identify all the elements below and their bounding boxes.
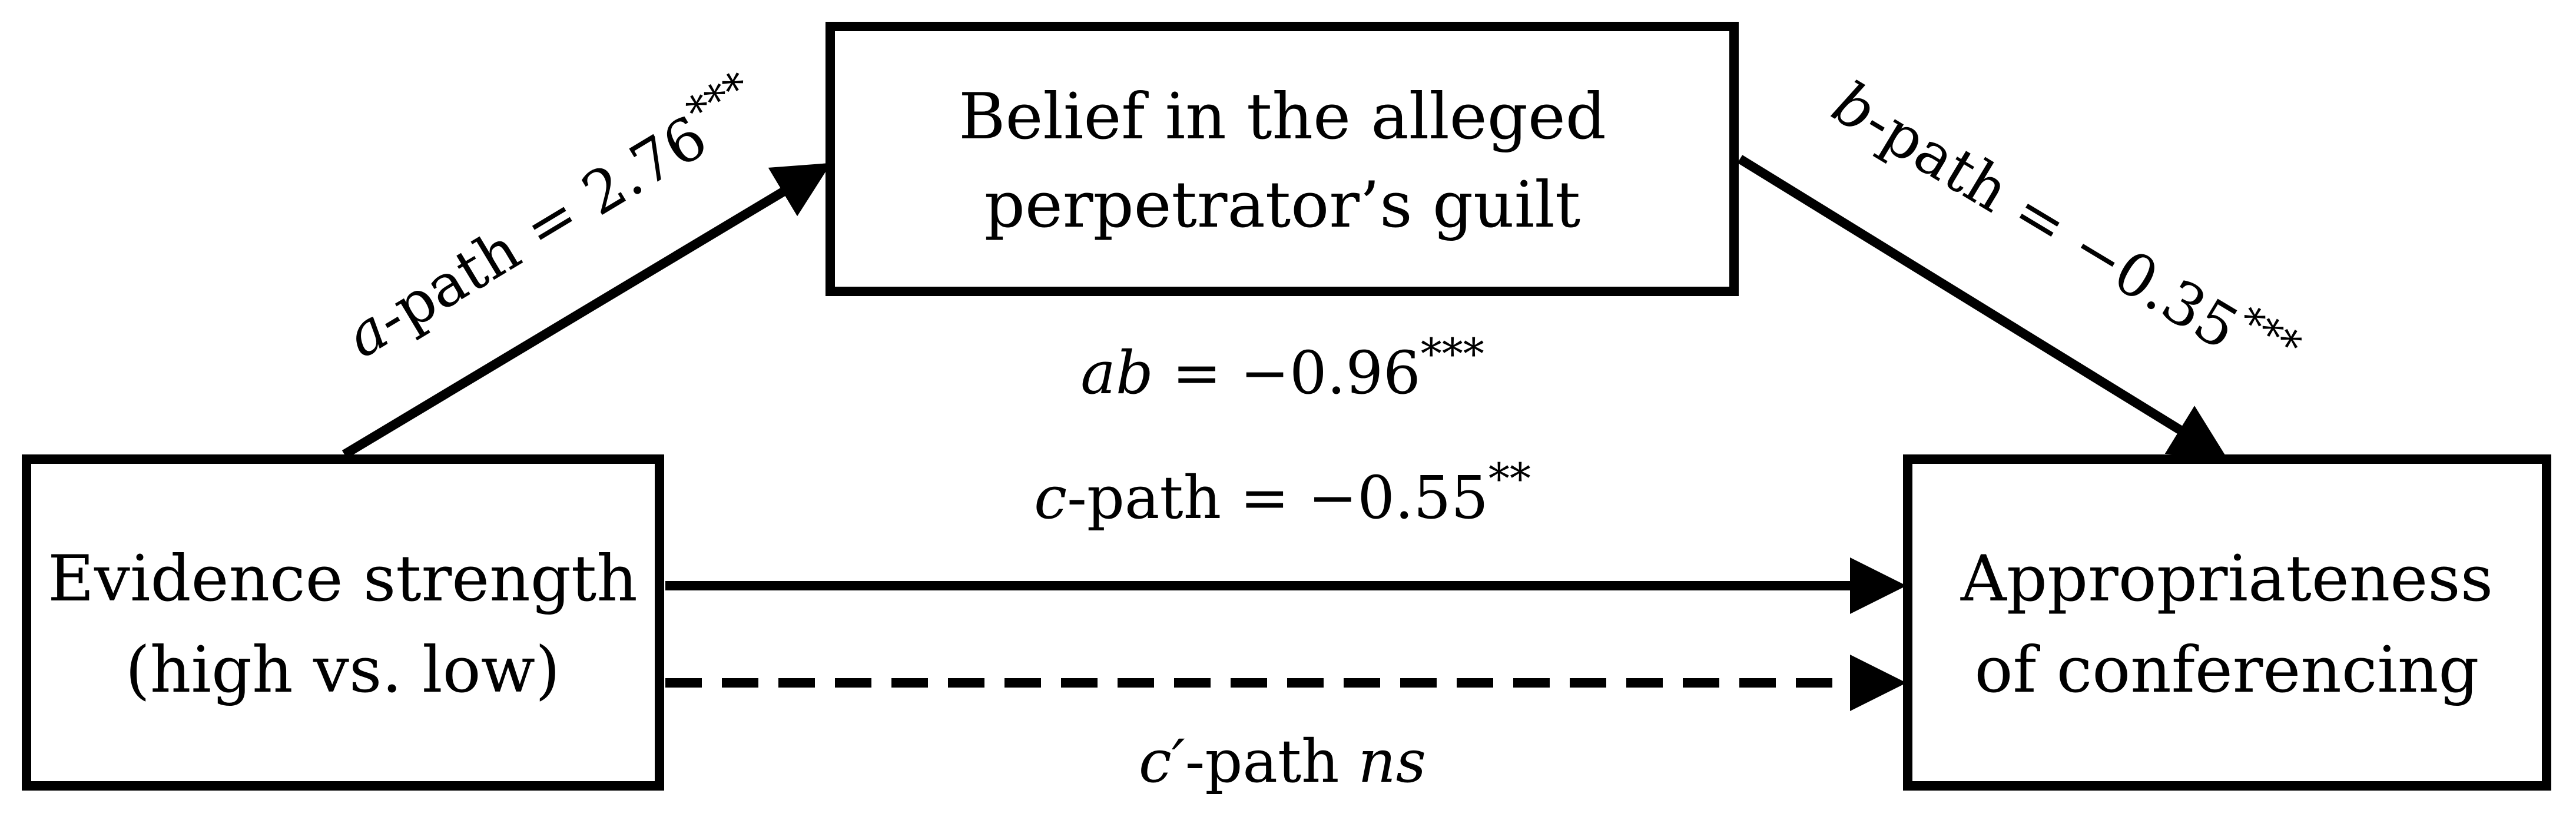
outcome-box: Appropriateness of conferencing (1903, 454, 2551, 791)
a-path-arrow (342, 162, 831, 459)
predictor-label-line2: (high vs. low) (125, 633, 561, 707)
b-path-arrow (1737, 155, 2228, 460)
c-prime-path-label: c′-path ns (1139, 727, 1426, 796)
mediator-label-line2: perpetrator’s guilt (984, 168, 1580, 242)
a-path-label: a-path = 2.76*** (329, 62, 773, 371)
c-prime-path-value: -path (1185, 727, 1358, 796)
outcome-label-line2: of conferencing (1974, 633, 2479, 707)
ab-significance: *** (1421, 329, 1484, 379)
c-path-label: c-path = −0.55** (1034, 454, 1531, 532)
c-prime-path-significance: ns (1358, 727, 1426, 796)
predictor-label-line1: Evidence strength (48, 542, 638, 616)
ab-letter: ab (1080, 338, 1153, 407)
c-path-value: -path = −0.55 (1067, 463, 1488, 532)
ab-label: ab = −0.96*** (1080, 329, 1484, 407)
outcome-label-line1: Appropriateness (1960, 542, 2493, 616)
b-path-label: b-path = −0.35*** (1821, 60, 2310, 396)
predictor-box: Evidence strength (high vs. low) (22, 454, 664, 791)
a-path-value: -path = 2.76 (364, 102, 718, 353)
c-path-significance: ** (1488, 454, 1531, 503)
b-path-value: -path = −0.35 (1854, 87, 2250, 363)
c-prime-path-letter: c′ (1139, 727, 1185, 796)
c-path-letter: c (1034, 463, 1067, 532)
mediator-label-line1: Belief in the alleged (959, 80, 1606, 154)
mediator-box: Belief in the alleged perpetrator’s guil… (825, 22, 1739, 296)
ab-value: = −0.96 (1153, 338, 1421, 407)
